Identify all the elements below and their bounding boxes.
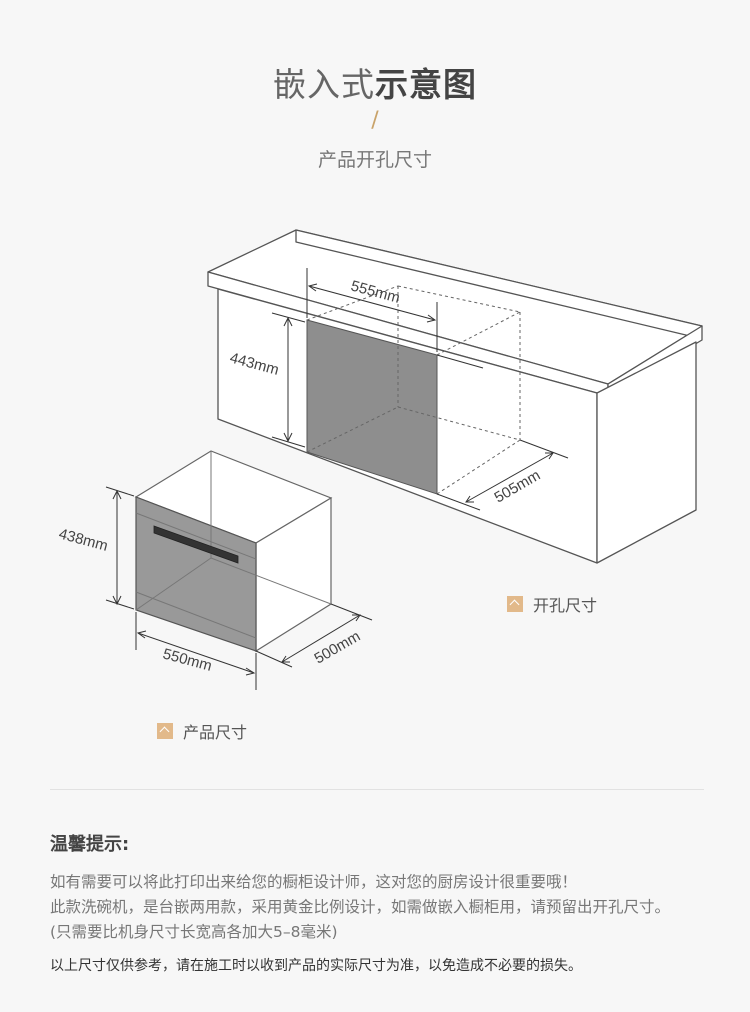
tips-line: 此款洗碗机，是台嵌两用款，采用黄金比例设计，如需做嵌入橱柜用，请预留出开孔尺寸。: [50, 898, 671, 916]
page-subtitle: 产品开孔尺寸: [317, 149, 432, 171]
disclaimer-note: 以上尺寸仅供参考，请在施工时以收到产品的实际尺寸为准，以免造成不必要的损失。: [50, 958, 582, 974]
product-dimensions: [105, 486, 373, 690]
chevron-up-icon: [507, 596, 523, 612]
chevron-up-icon: [157, 723, 173, 739]
tips-line: 如有需要可以将此打印出来给您的橱柜设计师，这对您的厨房设计很重要哦！: [50, 873, 578, 891]
product-depth-label: 500mm: [312, 628, 364, 668]
tips-line: (只需要比机身尺寸长宽高各加大5–8毫米): [50, 923, 338, 941]
cutout-dimensions: [271, 268, 569, 511]
title-slash: /: [371, 108, 379, 133]
legend-cutout: 开孔尺寸: [507, 592, 597, 616]
dishwasher-handle: [153, 525, 239, 564]
legend-cutout-label: 开孔尺寸: [533, 596, 598, 615]
title-light: 嵌入式: [273, 65, 375, 104]
dishwasher: [134, 450, 333, 653]
legend-product-label: 产品尺寸: [183, 723, 248, 742]
cabinet-side: [596, 341, 697, 564]
legend-product: 产品尺寸: [157, 719, 247, 743]
tips-title: 温馨提示:: [50, 834, 130, 855]
installation-diagram: 555mm 443mm 505mm 438mm 550mm 500mm: [57, 229, 703, 690]
page-title: 嵌入式示意图: [0, 58, 750, 106]
section-divider: [50, 789, 704, 790]
title-bold: 示意图: [375, 65, 477, 104]
tips-body: 如有需要可以将此打印出来给您的橱柜设计师，这对您的厨房设计很重要哦！ 此款洗碗机…: [50, 870, 730, 945]
product-height-label: 438mm: [57, 525, 110, 554]
